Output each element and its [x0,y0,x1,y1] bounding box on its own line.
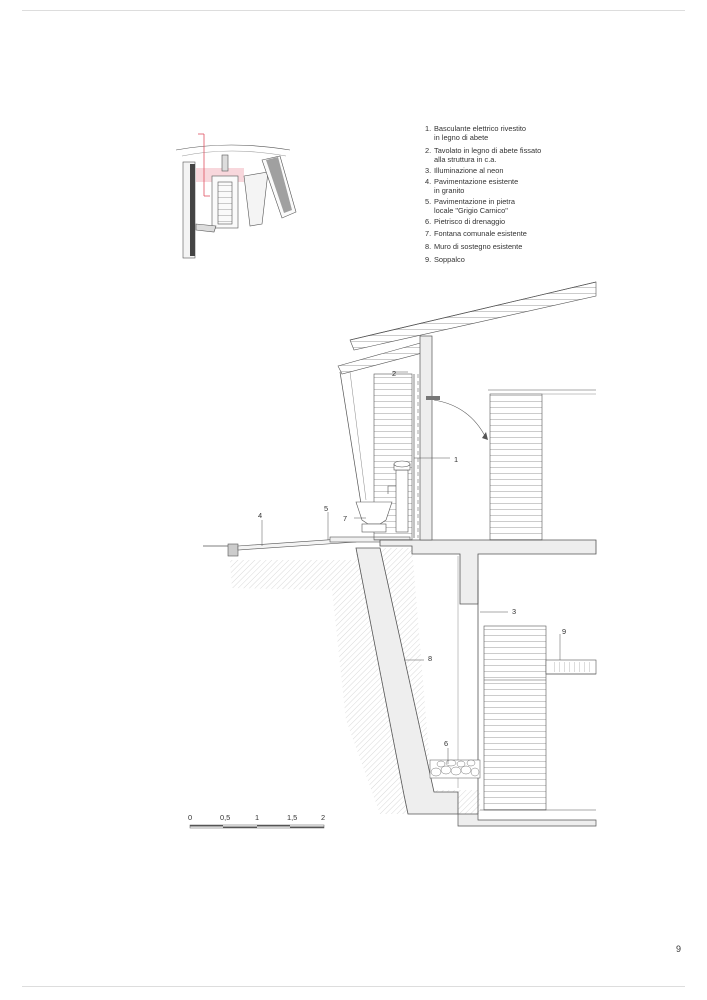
legend-text: Pietrisco di drenaggio [434,217,506,226]
main-roof [349,281,597,351]
concrete-column [419,335,433,541]
ground-floor-slab [379,539,597,605]
key-plan-fountain [221,154,229,172]
legend-text: Illuminazione al neon [434,166,504,175]
fountain-base [361,523,387,533]
fountain [355,460,411,533]
legend-text: Fontana comunale esistente [434,229,527,238]
legend-text: Pavimentazione in pietra [434,197,515,206]
scale-bar-segment [257,825,290,827]
legend-number: 1. [425,124,432,133]
fountain-spout [387,485,396,494]
callout-3: 3 [512,607,516,616]
door-swing-arrow [482,432,488,440]
legend-item: 3.Illuminazione al neon [425,166,575,177]
retaining-wall [355,547,459,815]
legend-number: 4. [425,177,432,186]
door-swing-arc [433,399,487,439]
callout-7: 7 [343,514,347,523]
scale-bar-segment [290,826,324,828]
main-roof-top-edge [349,281,597,341]
fountain-column [395,469,409,533]
scale-label: 2 [321,813,325,822]
callout-5: 5 [324,504,328,513]
legend-number: 7. [425,229,432,238]
callout-6: 6 [444,739,448,748]
door-hinge [426,396,440,400]
callout-leaders [261,371,561,764]
key-plan-ramp [195,223,217,233]
callout-8: 8 [428,654,432,663]
key-plan-road-edge [175,144,291,151]
scale-bar: 0 0,5 1 1,5 2 [188,813,325,829]
scale-label: 1,5 [287,813,297,822]
granite-pavement-curb [227,543,239,557]
neon-light-panel [483,625,547,811]
key-plan [175,133,297,259]
top-rule [22,10,685,11]
legend-item: 6.Pietrisco di drenaggio [425,217,575,229]
legend-item: 9.Soppalco [425,255,575,266]
legend-text: in granito [434,186,465,195]
legend-text: Tavolato in legno di abete fissato [434,146,542,155]
legend-number: 3. [425,166,432,175]
legend-number: 6. [425,217,432,226]
legend-text: alla struttura in c.a. [434,155,497,164]
callout-1: 1 [454,455,458,464]
callout-2: 2 [392,369,396,378]
page-number: 9 [676,944,682,954]
legend-text: Basculante elettrico rivestito [434,124,527,133]
callout-9: 9 [562,627,566,636]
key-plan-rotated-wall [266,157,292,213]
scale-label: 0,5 [220,813,230,822]
legend-item: 7.Fontana comunale esistente [425,229,575,242]
canopy-front-edge-inner [349,371,367,501]
fountain-top [393,460,411,468]
key-plan-road-edge-inner [181,150,287,157]
bottom-rule [22,986,685,987]
legend-text: Soppalco [434,255,465,264]
legend-number: 5. [425,197,432,206]
scale-label: 1 [255,813,259,822]
scale-bar-segment [190,825,223,827]
key-plan-stairs [217,181,233,225]
legend-number: 9. [425,255,432,264]
drainage-gravel [430,759,480,777]
canopy-front-edge [339,371,363,511]
legend-text: locale "Grigio Carnico" [434,206,508,215]
canopy-roof [337,341,427,375]
lower-floor-slab [457,813,597,827]
legend-number: 2. [425,146,432,155]
legend-number: 8. [425,242,432,251]
key-plan-left-wall [190,164,195,256]
scale-label: 0 [188,813,192,822]
legend-text: Muro di sostegno esistente [434,242,523,251]
legend-text: Pavimentazione esistente [434,177,519,186]
mezzanine-slats [550,662,592,672]
key-plan-right-wing [243,171,269,227]
section-drawing: 1 2 3 4 5 6 7 8 9 [203,281,597,827]
legend-item: 8.Muro di sostegno esistente [425,242,575,255]
legend-text: in legno di abete [434,133,489,142]
callout-4: 4 [258,511,262,520]
upper-wall-cladding [489,393,543,541]
scale-bar-segment [223,826,257,828]
